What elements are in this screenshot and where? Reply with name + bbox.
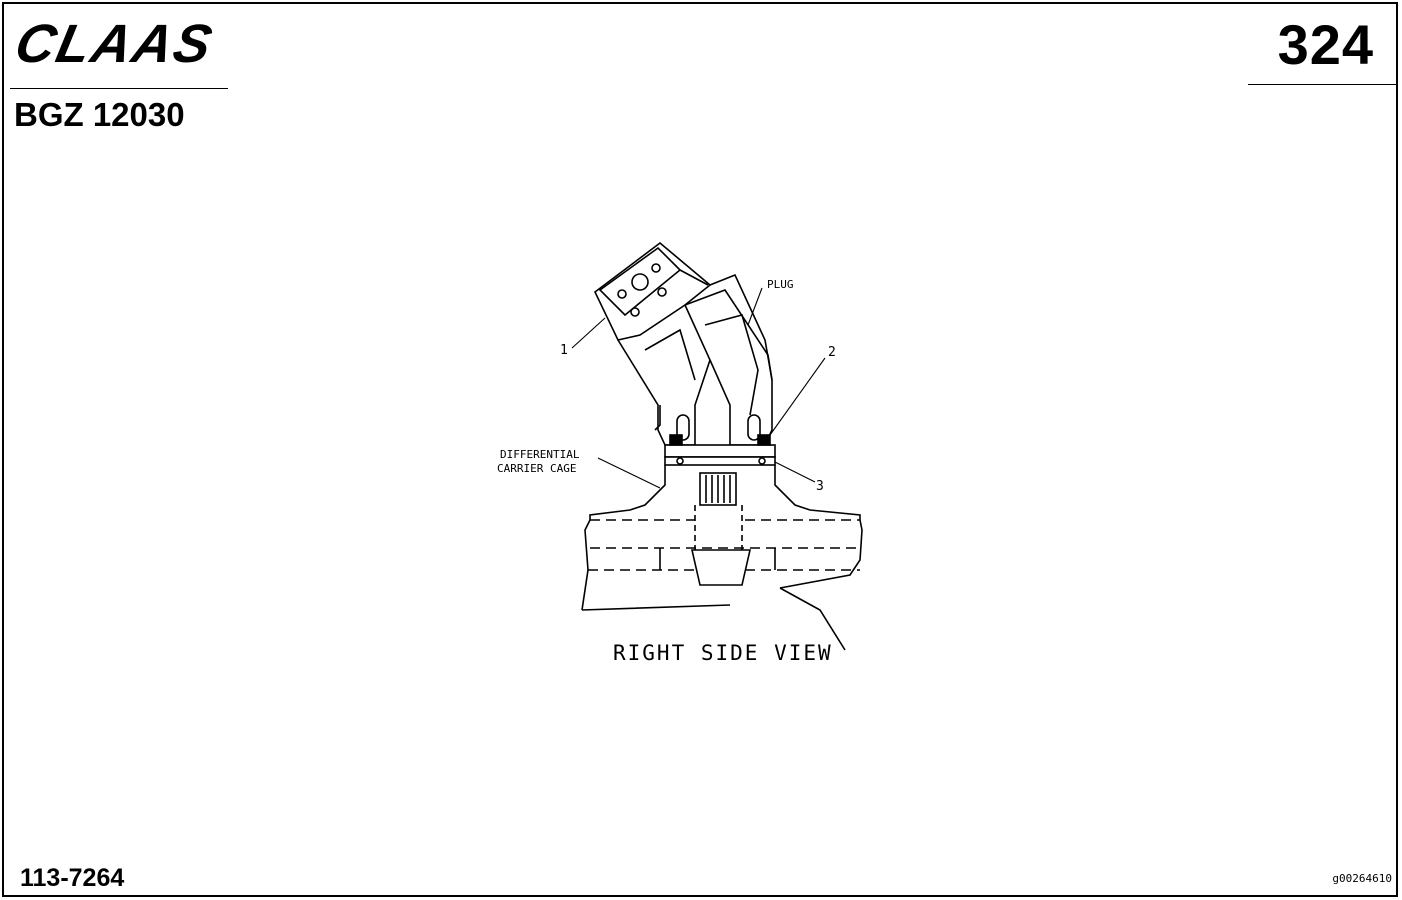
output-shaft bbox=[699, 472, 737, 506]
leader-lines bbox=[571, 287, 826, 489]
callout-differential-line1: DIFFERENTIAL bbox=[500, 448, 580, 461]
technical-diagram: 1 PLUG 2 3 DIFFERENTIAL CARRIER CAGE RIG… bbox=[480, 230, 900, 685]
brand-text: CLAAS bbox=[10, 18, 219, 70]
carrier-cage bbox=[581, 465, 863, 651]
callout-2: 2 bbox=[828, 345, 836, 360]
logo-underline bbox=[10, 88, 228, 89]
view-title: RIGHT SIDE VIEW bbox=[613, 641, 833, 665]
mounting-flange bbox=[664, 434, 776, 466]
callout-3: 3 bbox=[816, 479, 824, 494]
callout-plug: PLUG bbox=[767, 278, 794, 291]
claas-logo: CLAAS bbox=[10, 14, 240, 75]
model-title: BGZ 12030 bbox=[14, 96, 185, 133]
page-number-underline bbox=[1248, 84, 1398, 85]
part-number: 113-7264 bbox=[20, 864, 125, 892]
callout-1: 1 bbox=[560, 343, 568, 358]
motor-head bbox=[593, 241, 712, 341]
page-number: 324 bbox=[1277, 13, 1374, 76]
image-code: g00264610 bbox=[1332, 872, 1392, 885]
callout-differential-line2: CARRIER CAGE bbox=[497, 462, 576, 475]
